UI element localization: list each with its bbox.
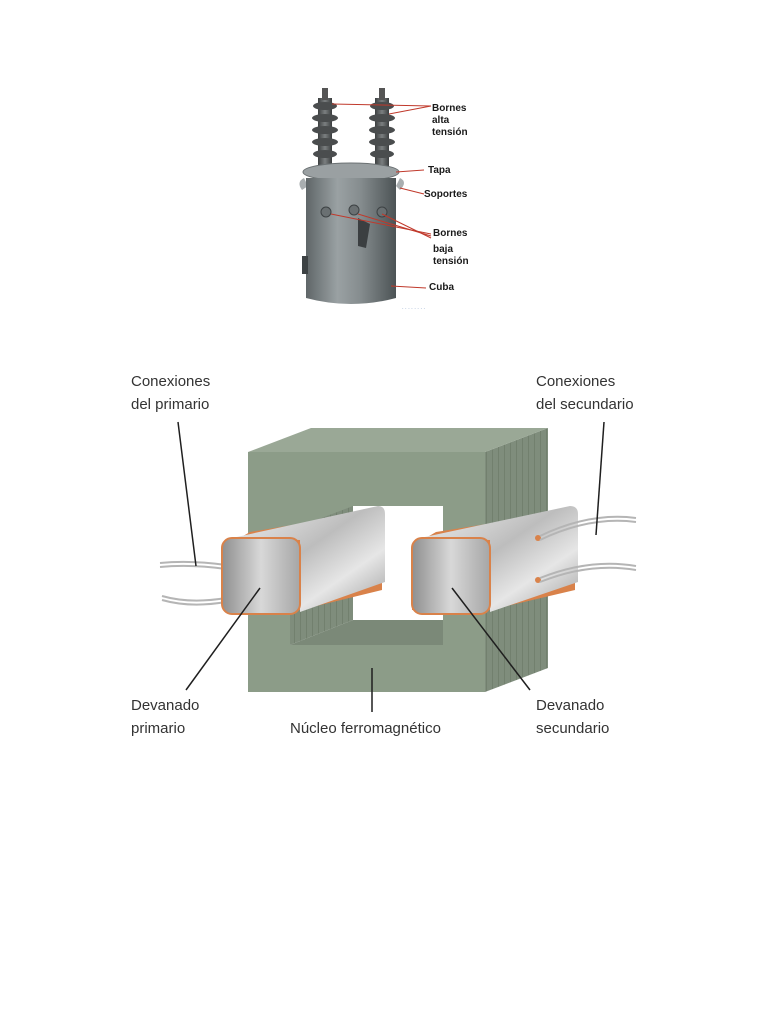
support-bracket-left: [299, 178, 308, 190]
label-bornes-alta-tension: Bornes alta tensión: [432, 103, 468, 138]
label-conexiones-primario: Conexiones del primario: [131, 373, 211, 413]
label-devanado-secundario: Devanado secundario: [536, 697, 610, 737]
low-voltage-bushing: [376, 206, 388, 218]
label-nucleo-ferromagnetico: Núcleo ferromagnético: [290, 720, 441, 737]
primary-connection-wires: [159, 560, 227, 606]
secondary-connection-wires: [539, 515, 637, 583]
transformer-photo: · · · · · · · · Bornes alta tensión Tapa…: [296, 86, 474, 314]
leader-conexiones-secundario: [595, 421, 605, 536]
support-bracket-right: [396, 178, 404, 190]
leader-conexiones-primario: [177, 421, 197, 567]
leader-devanado-secundario: [451, 587, 531, 691]
label-tapa: Tapa: [428, 165, 451, 176]
label-devanado-primario: Devanado primario: [131, 697, 200, 737]
primary-winding-coil: [221, 506, 385, 615]
high-voltage-bushing-right: [369, 88, 395, 170]
core-top-face: [248, 428, 548, 452]
pole-transformer-illustration: · · · · · · · ·: [299, 88, 432, 312]
label-soportes: Soportes: [424, 189, 468, 200]
label-cuba: Cuba: [429, 282, 454, 293]
low-voltage-bushing: [320, 206, 332, 218]
label-bornes-baja-tension: Bornes baja tensión: [433, 228, 469, 267]
leader-devanado-primario: [185, 587, 261, 691]
label-conexiones-secundario: Conexiones del secundario: [536, 373, 634, 413]
low-voltage-bushing: [348, 204, 360, 216]
high-voltage-bushing-left: [312, 88, 338, 170]
watermark-text: · · · · · · · ·: [402, 306, 425, 312]
secondary-winding-coil: [411, 506, 578, 615]
